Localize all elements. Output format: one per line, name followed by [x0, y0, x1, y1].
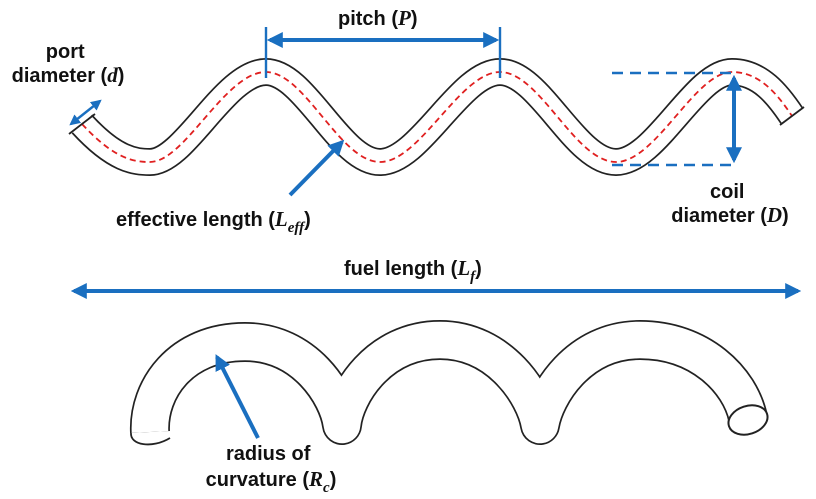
- coil-end-right: [727, 404, 769, 436]
- coil-end-left: [130, 432, 171, 446]
- port-diameter-dimension: [69, 99, 102, 126]
- effective-length-arrow: [288, 139, 345, 197]
- helical-coil: [129, 320, 769, 446]
- port-diameter-arrow: [69, 99, 102, 126]
- helical-coil-interior: [131, 321, 766, 444]
- pitch-dimension: [264, 27, 502, 78]
- pitch-label: pitch (P): [338, 6, 418, 30]
- coil-diameter-label: coil diameter (D): [671, 181, 788, 227]
- coil-diameter-dimension: [612, 71, 742, 167]
- port-diameter-label: port diameter (d): [12, 41, 125, 87]
- effective-length-label: effective length (Leff): [116, 207, 311, 236]
- centerline-dashed: [81, 71, 793, 163]
- wavy-tube: [68, 58, 805, 176]
- tube-end-right: [779, 106, 805, 126]
- radius-of-curvature-label: radius of curvature (Rc): [206, 443, 337, 496]
- fuel-length-label: fuel length (Lf): [344, 256, 482, 285]
- radius-of-curvature-arrow: [215, 354, 260, 439]
